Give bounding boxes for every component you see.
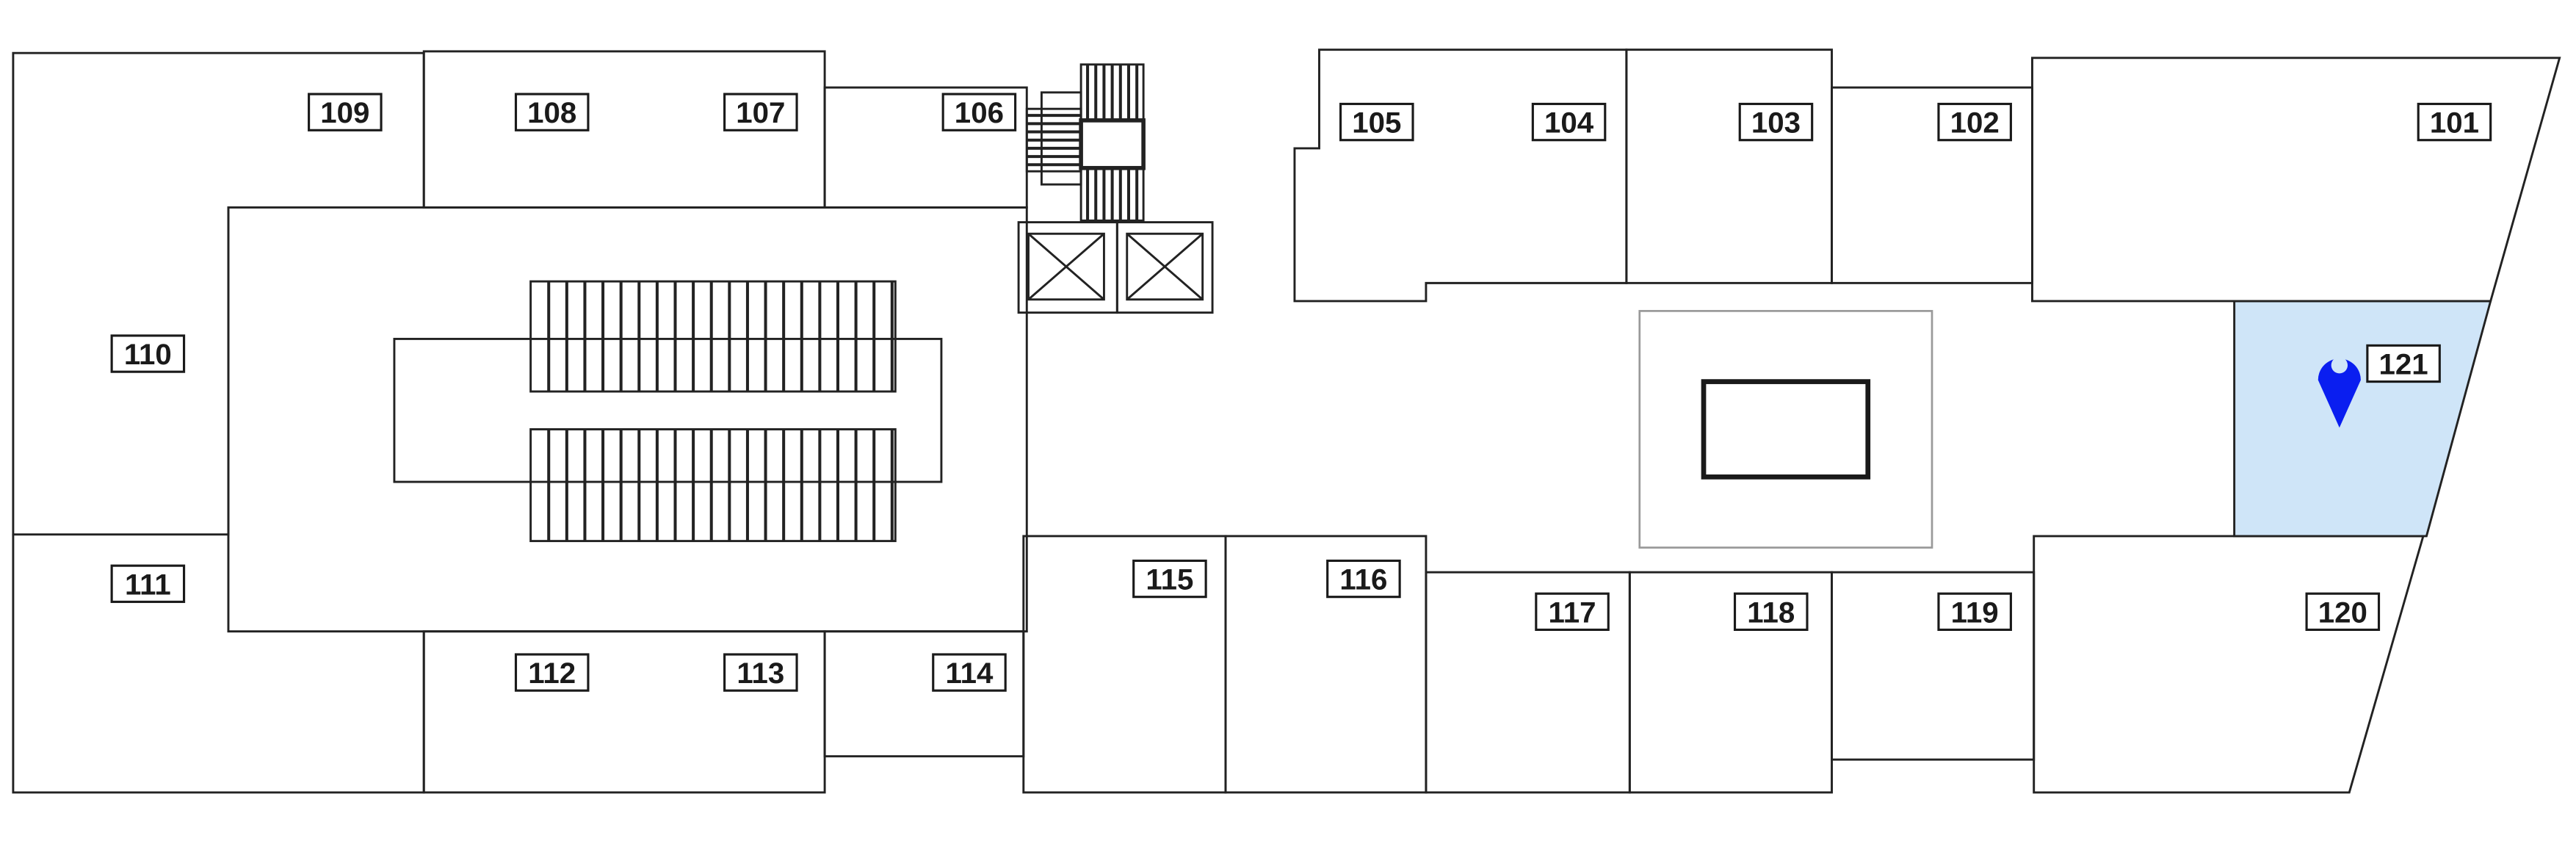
- svg-text:108: 108: [527, 96, 576, 129]
- svg-text:106: 106: [955, 96, 1004, 129]
- stairs-icon: [1025, 63, 1146, 222]
- room-label-112[interactable]: 112: [514, 653, 590, 692]
- location-pin-icon: [2318, 357, 2361, 428]
- room-label-101[interactable]: 101: [2417, 102, 2492, 142]
- room-103-area[interactable]: [1625, 48, 1833, 284]
- svg-text:119: 119: [1951, 596, 1999, 629]
- svg-text:118: 118: [1747, 596, 1795, 629]
- room-label-121[interactable]: 121: [2366, 344, 2441, 383]
- room-labels: 101 102 103 104 105 106 107 108 109 110 111 112 113 1…: [110, 93, 2492, 692]
- room-label-114[interactable]: 114: [932, 653, 1007, 692]
- svg-text:113: 113: [737, 657, 784, 690]
- walls: [12, 48, 2561, 794]
- room-label-103[interactable]: 103: [1738, 102, 1814, 142]
- svg-text:107: 107: [736, 96, 785, 129]
- room-label-107[interactable]: 107: [723, 93, 798, 131]
- room-label-119[interactable]: 119: [1937, 592, 2012, 631]
- svg-text:115: 115: [1146, 563, 1193, 596]
- svg-text:109: 109: [320, 96, 369, 129]
- room-104-105-area[interactable]: [1293, 48, 1628, 303]
- atrium: [1638, 310, 1933, 549]
- room-label-118[interactable]: 118: [1733, 592, 1809, 631]
- svg-text:120: 120: [2318, 596, 2367, 629]
- escalator-icon: [529, 280, 897, 543]
- room-101-area[interactable]: [2031, 57, 2561, 303]
- svg-text:103: 103: [1751, 106, 1801, 140]
- svg-text:104: 104: [1544, 106, 1594, 140]
- svg-text:112: 112: [528, 657, 576, 690]
- atrium-void: [1701, 379, 1871, 480]
- svg-text:121: 121: [2378, 348, 2428, 381]
- elevator-icon: [1017, 221, 1214, 314]
- room-111-area[interactable]: [12, 534, 425, 794]
- room-114-area[interactable]: [823, 630, 1025, 758]
- svg-text:102: 102: [1950, 106, 2000, 140]
- room-label-105[interactable]: 105: [1339, 102, 1414, 142]
- svg-text:111: 111: [125, 568, 171, 601]
- svg-text:105: 105: [1352, 106, 1401, 140]
- room-label-110[interactable]: 110: [110, 334, 186, 373]
- room-label-104[interactable]: 104: [1531, 102, 1607, 142]
- room-label-106[interactable]: 106: [941, 93, 1017, 131]
- room-label-109[interactable]: 109: [308, 93, 383, 131]
- room-label-111[interactable]: 111: [110, 564, 186, 603]
- escalator-frame: [393, 337, 943, 483]
- central-hall: [227, 206, 1028, 633]
- room-121-area[interactable]: [2233, 300, 2492, 538]
- room-120-area[interactable]: [2033, 535, 2425, 794]
- room-label-102[interactable]: 102: [1937, 102, 2012, 142]
- room-label-116[interactable]: 116: [1326, 559, 1401, 599]
- svg-text:117: 117: [1549, 596, 1596, 629]
- room-label-108[interactable]: 108: [514, 93, 590, 131]
- room-label-115[interactable]: 115: [1132, 559, 1207, 599]
- room-label-120[interactable]: 120: [2305, 592, 2381, 631]
- room-label-113[interactable]: 113: [723, 653, 798, 692]
- svg-text:116: 116: [1339, 563, 1387, 596]
- svg-text:110: 110: [124, 338, 172, 371]
- room-label-117[interactable]: 117: [1535, 592, 1610, 631]
- svg-text:101: 101: [2430, 106, 2479, 140]
- svg-text:114: 114: [945, 657, 994, 690]
